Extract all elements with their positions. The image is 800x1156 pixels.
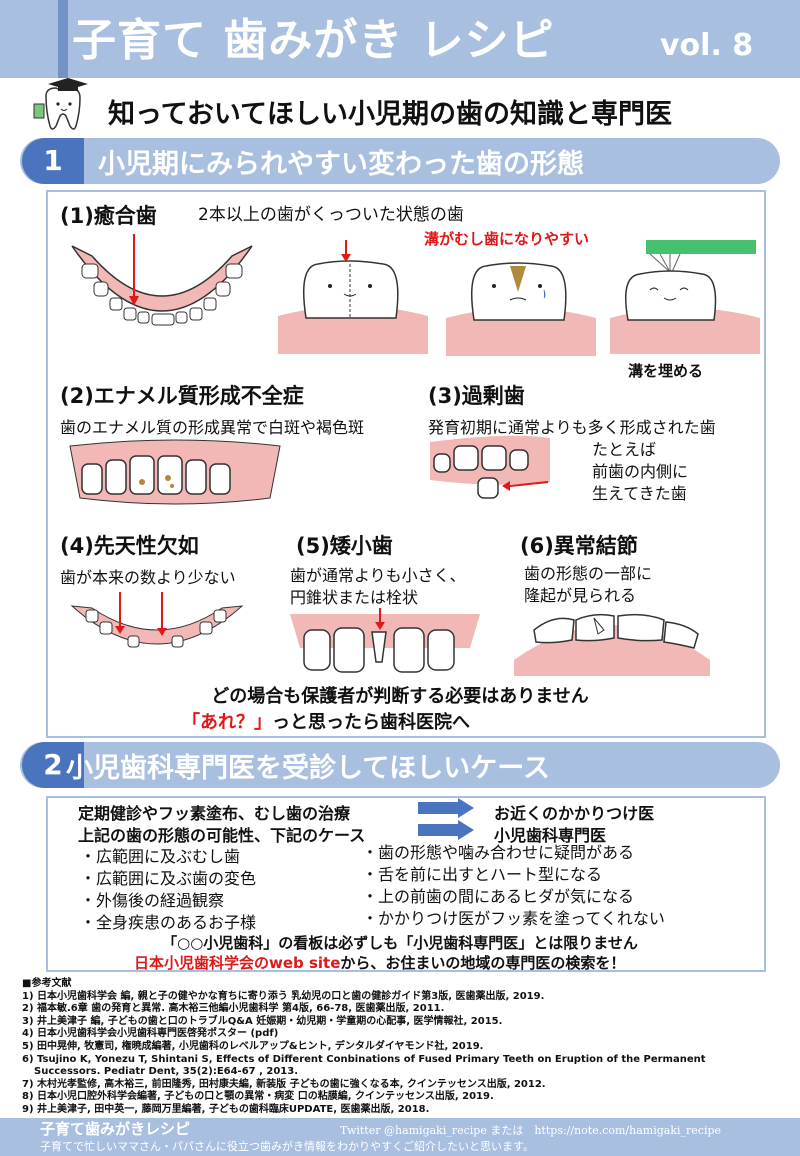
row2-left: 上記の歯の形態の可能性、下記のケース xyxy=(78,826,366,845)
item3-note3: 生えてきた歯 xyxy=(592,484,687,503)
section1-box xyxy=(46,190,766,738)
congenital-missing-teeth-illustration xyxy=(70,592,244,648)
bullet-left-2: ・広範囲に及ぶ歯の変色 xyxy=(80,869,257,888)
page-subtitle: 知っておいてほしい小児期の歯の知識と専門医 xyxy=(108,99,673,130)
item3-note1: たとえば xyxy=(592,440,657,459)
footer-description: 子育てで忙しいママさん・パパさんに役立つ歯みがき情報をわかりやすくご紹介したいと… xyxy=(40,1140,534,1153)
reference-item: 8) 日本小児口腔外科学会編著, 子どもの口と顎の異常・病変 口の粘膜編, クイ… xyxy=(22,1091,494,1103)
section1-conclusion2: 「あれ？」っと思ったら歯科医院へ xyxy=(182,708,470,734)
reference-item: 7) 木村光孝監修, 高木裕三, 前田隆秀, 田村康夫編, 新装版 子どもの歯に… xyxy=(22,1078,546,1090)
note2-rest: から、お住まいの地域の専門医の検索を！ xyxy=(340,954,626,972)
item5-desc1: 歯が通常よりも小さく、 xyxy=(290,566,466,585)
volume-label: vol. 8 xyxy=(660,28,754,63)
section2-title: 小児歯科専門医を受診してほしいケース xyxy=(66,753,550,784)
header-bar xyxy=(0,0,800,78)
bullets-right: ・歯の形態や噛み合わせに疑問がある ・舌を前に出すとハート型になる ・上の前歯の… xyxy=(362,842,665,930)
item1-warning: 溝がむし歯になりやすい xyxy=(424,230,590,248)
item1-fill-label: 溝を埋める xyxy=(628,362,704,380)
page-title: 子育て 歯みがき レシピ xyxy=(72,15,555,66)
item6-heading: (6)異常結節 xyxy=(520,534,638,558)
reference-item: 9) 井上美津子, 田中英一, 藤岡万里編著, 子どもの歯科臨床UPDATE, … xyxy=(22,1103,430,1115)
section2-note1: 「○○小児歯科」の看板は必ずしも「小児歯科専門医」とは限りません xyxy=(162,934,638,952)
section2-bar xyxy=(20,742,780,788)
reference-item: 5) 田中晃伸, 牧憲司, 権暁成編著, 小児歯科のレベルアップ&ヒント, デン… xyxy=(22,1040,484,1052)
reference-item: Successors. Pediatr Dent, 35(2):E64-67 ,… xyxy=(34,1066,299,1078)
bullets-left: ・広範囲に及ぶむし歯 ・広範囲に及ぶ歯の変色 ・外傷後の経過観察 ・全身疾患のあ… xyxy=(80,846,256,934)
bullet-right-4: ・かかりつけ医がフッ素を塗ってくれない xyxy=(362,909,665,928)
item2-heading: (2)エナメル質形成不全症 xyxy=(60,384,304,408)
item6-desc1: 歯の形態の一部に xyxy=(524,564,653,583)
abnormal-tubercle-illustration xyxy=(514,613,710,676)
item5-desc2: 円錐状または栓状 xyxy=(290,588,419,607)
item4-heading: (4)先天性欠如 xyxy=(60,534,199,558)
fused-tooth-face-illustration xyxy=(278,240,428,354)
section1-bar xyxy=(20,138,780,184)
item2-desc: 歯のエナメル質の形成異常で白斑や褐色斑 xyxy=(60,418,365,437)
section2-number: 2 xyxy=(22,742,84,788)
references-title: ■参考文献 xyxy=(22,978,72,989)
section1-conclusion1: どの場合も保護者が判断する必要はありません xyxy=(211,686,589,707)
item4-desc: 歯が本来の数より少ない xyxy=(60,568,236,587)
supernumerary-tooth-illustration xyxy=(430,435,550,499)
item5-heading: (5)矮小歯 xyxy=(296,534,393,558)
item1-heading: (1)癒合歯 xyxy=(60,204,157,228)
references: ■参考文献 1) 日本小児歯科学会 編, 親と子の健やかな育ちに寄り添う 乳幼児… xyxy=(22,978,706,1117)
arrow-icon xyxy=(418,798,474,840)
conclusion-rest: っと思ったら歯科医院へ xyxy=(272,712,470,733)
microdontia-illustration xyxy=(290,608,480,673)
fused-tooth-jaw-illustration xyxy=(71,234,253,326)
reference-item: 4) 日本小児歯科学会小児歯科専門医啓発ポスター (pdf) xyxy=(22,1028,279,1040)
section1-number: 1 xyxy=(22,138,84,184)
item6-desc2: 隆起が見られる xyxy=(524,586,637,605)
bullet-left-1: ・広範囲に及ぶむし歯 xyxy=(80,847,241,866)
conclusion-highlight: 「あれ？」 xyxy=(182,712,272,733)
section2-box xyxy=(46,796,766,972)
toothbrush-icon xyxy=(610,240,760,354)
item3-note2: 前歯の内側に xyxy=(592,462,689,481)
item3-heading: (3)過剰歯 xyxy=(428,384,525,408)
row1-right: お近くのかかりつけ医 xyxy=(494,804,655,823)
reference-item: 1) 日本小児歯科学会 編, 親と子の健やかな育ちに寄り添う 乳幼児の口と歯の健… xyxy=(22,990,545,1002)
section1-title: 小児期にみられやすい変わった歯の形態 xyxy=(98,149,584,180)
footer-title: 子育て歯みがきレシピ xyxy=(40,1120,191,1138)
reference-item: 6) Tsujino K, Yonezu T, Shintani S, Effe… xyxy=(22,1053,706,1065)
bullet-right-1: ・歯の形態や噛み合わせに疑問がある xyxy=(362,843,635,862)
jspd-website-link[interactable]: 日本小児歯科学会のweb site xyxy=(134,954,341,972)
reference-item: 3) 井上美津子 編, 子どもの歯と口のトラブルQ&A 妊娠期・幼児期・学童期の… xyxy=(22,1015,503,1027)
bullet-right-2: ・舌を前に出すとハート型になる xyxy=(362,865,603,884)
header-accent-stripe xyxy=(58,0,68,78)
tooth-mascot-icon xyxy=(33,78,88,130)
footer-links[interactable]: Twitter @hamigaki_recipe または https://not… xyxy=(340,1124,722,1137)
reference-item: 2) 福本敏.6章 歯の発育と異常. 高木裕三他編小児歯科学 第4版, 66-7… xyxy=(22,1003,445,1015)
bullet-left-3: ・外傷後の経過観察 xyxy=(80,891,225,910)
item3-desc: 発育初期に通常よりも多く形成された歯 xyxy=(428,418,716,437)
enamel-hypoplasia-illustration xyxy=(69,439,281,505)
row2-right: 小児歯科専門医 xyxy=(494,826,607,845)
bullet-left-4: ・全身疾患のあるお子様 xyxy=(80,913,257,932)
row1-left: 定期健診やフッ素塗布、むし歯の治療 xyxy=(78,804,351,823)
item1-desc: 2本以上の歯がくっついた状態の歯 xyxy=(198,205,464,225)
section2-note2: 日本小児歯科学会のweb siteから、お住まいの地域の専門医の検索を！ xyxy=(134,952,625,973)
cavity-tooth-illustration xyxy=(446,262,596,356)
footer-bar xyxy=(0,1118,800,1156)
bullet-right-3: ・上の前歯の間にあるヒダが気になる xyxy=(362,887,635,906)
